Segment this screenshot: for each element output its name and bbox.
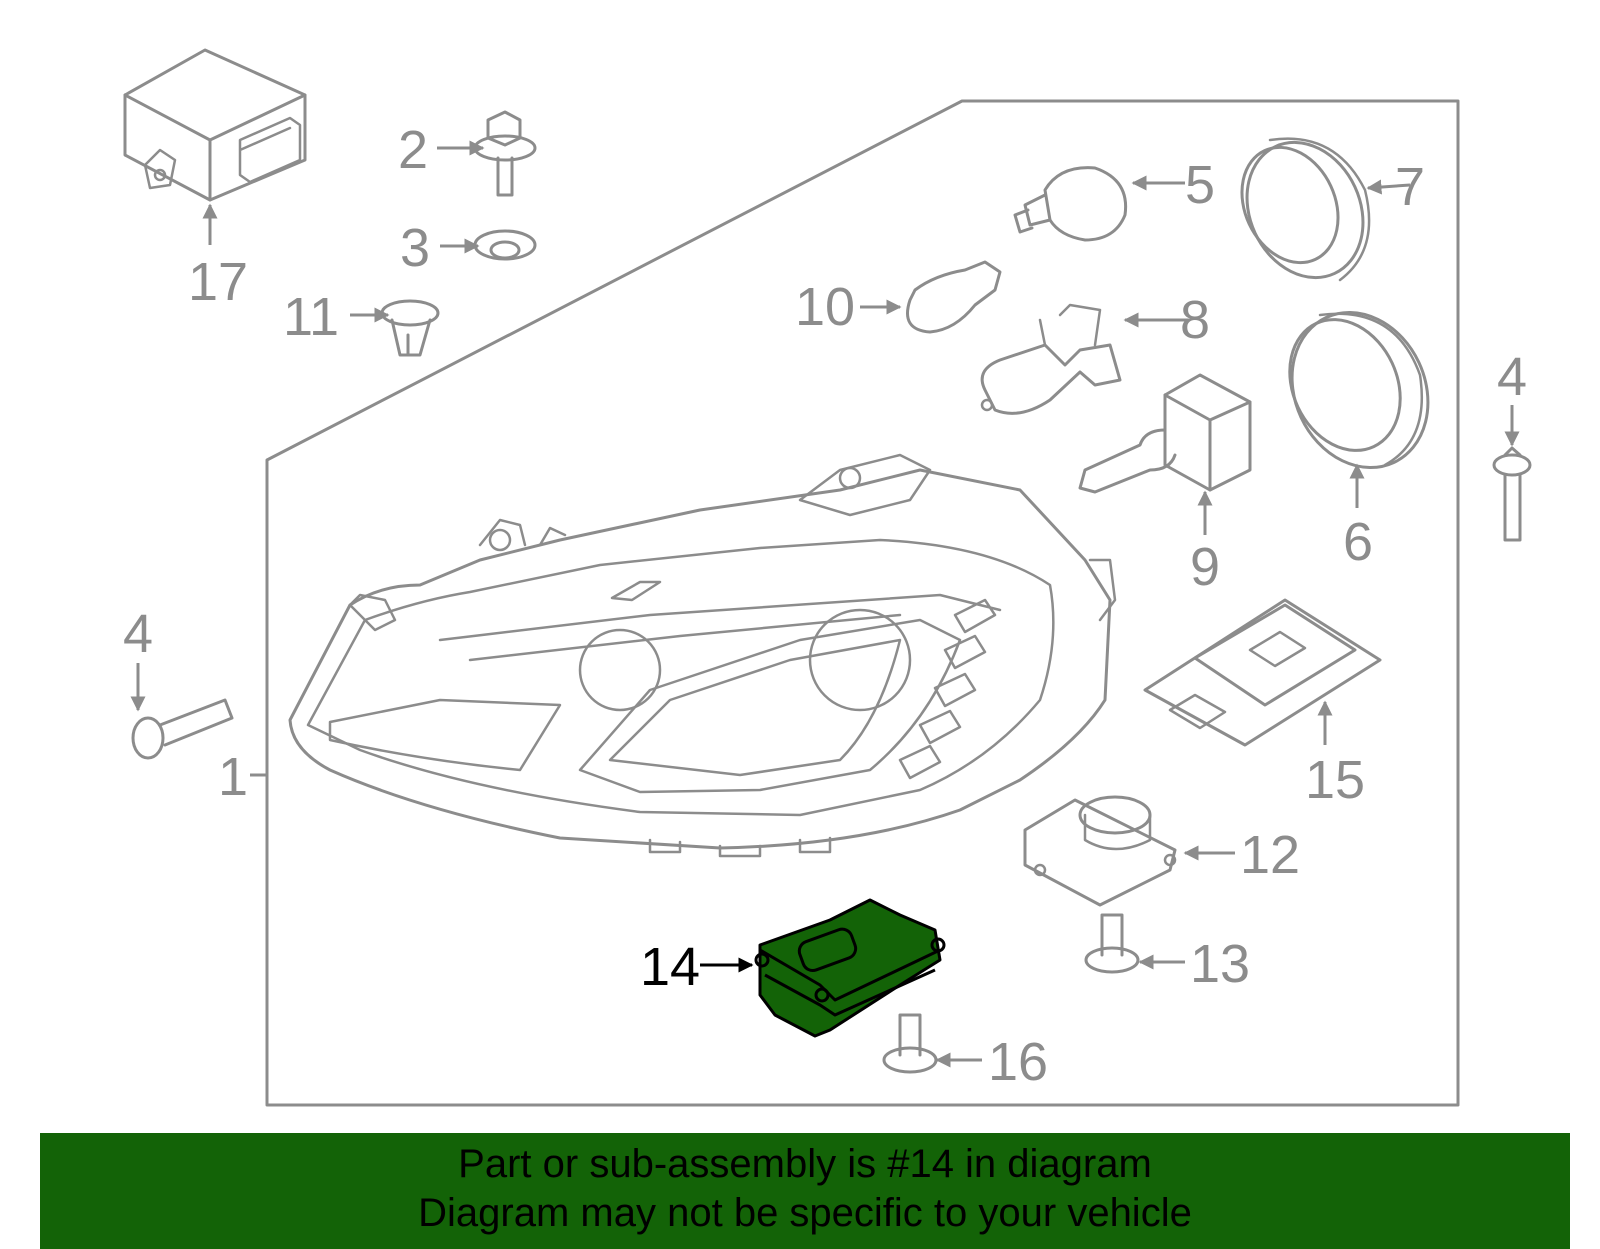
- part-9-xenon-bulb: [1078, 373, 1252, 494]
- callout-1: 1: [218, 747, 248, 807]
- callout-10: 10: [795, 277, 855, 337]
- part-16-screw: [882, 1013, 938, 1074]
- callout-9: 9: [1190, 537, 1220, 597]
- banner-line-1: Part or sub-assembly is #14 in diagram: [458, 1142, 1152, 1186]
- info-banner: Part or sub-assembly is #14 in diagram D…: [40, 1133, 1570, 1249]
- callout-12: 12: [1240, 825, 1300, 885]
- part-14-ballast-highlighted[interactable]: [754, 898, 946, 1038]
- part-12-bulb-socket-holder: [1023, 795, 1177, 907]
- part-7-cap-ring: [1240, 137, 1371, 282]
- part-11-clip: [380, 299, 440, 357]
- assembly-boundary: [265, 99, 1460, 1107]
- callout-5: 5: [1185, 155, 1215, 215]
- callout-15: 15: [1305, 750, 1365, 810]
- part-15-control-unit: [1143, 598, 1382, 747]
- part-2-bolt: [473, 110, 537, 197]
- callout-13: 13: [1190, 934, 1250, 994]
- part-6-cap-ring: [1288, 310, 1430, 470]
- callout-14-highlighted[interactable]: 14: [640, 937, 700, 997]
- callout-4-right: 4: [1497, 347, 1527, 407]
- callout-leaders: [130, 140, 1520, 1068]
- banner-line-2: Diagram may not be specific to your vehi…: [418, 1191, 1192, 1235]
- callout-6: 6: [1343, 512, 1373, 572]
- part-3-nut: [473, 229, 537, 261]
- part-13-screw: [1084, 913, 1140, 974]
- part-4-bolt-left: [131, 698, 234, 760]
- part-17-control-module: [123, 48, 307, 202]
- callout-8: 8: [1180, 290, 1210, 350]
- callout-11: 11: [283, 287, 339, 347]
- part-4-bolt-right: [1492, 446, 1532, 542]
- part-5-bulb-socket: [1013, 166, 1128, 242]
- callout-3: 3: [400, 218, 430, 278]
- headlamp-assembly-drawing: [288, 453, 1117, 858]
- part-8-halogen-bulb: [980, 303, 1122, 415]
- callout-4-left: 4: [123, 604, 153, 664]
- callout-17: 17: [188, 252, 248, 312]
- part-10-bulb: [906, 260, 1002, 334]
- callout-16: 16: [988, 1032, 1048, 1092]
- callout-2: 2: [398, 120, 428, 180]
- callout-7: 7: [1395, 157, 1425, 217]
